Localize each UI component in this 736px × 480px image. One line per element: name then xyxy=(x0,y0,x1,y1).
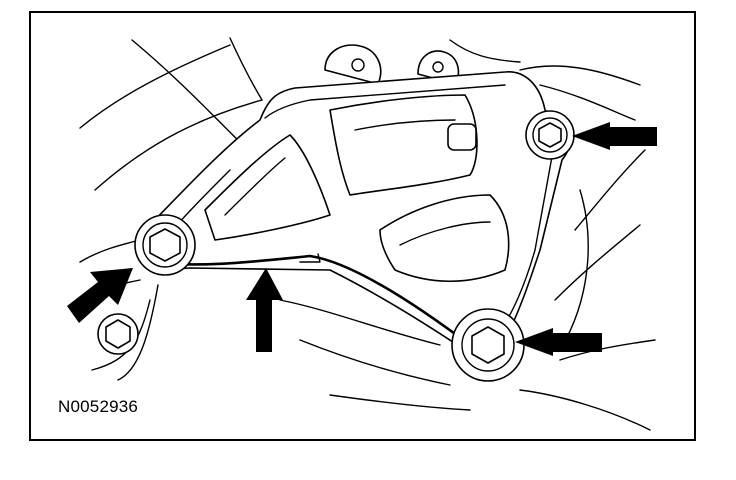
engine-housing-lines xyxy=(77,37,656,431)
arrow-bottom-right-bolt xyxy=(515,328,602,356)
bracket-bolt-bottom-right xyxy=(451,308,525,382)
bracket-bolt-left xyxy=(134,214,196,276)
arrow-top-right-bolt xyxy=(572,122,657,150)
bracket-bolt-top-right xyxy=(525,110,575,160)
mounting-bracket xyxy=(139,71,571,356)
callout-arrows xyxy=(67,122,657,356)
lower-left-bolt xyxy=(97,313,139,355)
arrow-left-bolt xyxy=(67,268,133,323)
arrow-bracket-edge xyxy=(246,268,283,352)
figure-id-label: N0052936 xyxy=(58,397,139,416)
